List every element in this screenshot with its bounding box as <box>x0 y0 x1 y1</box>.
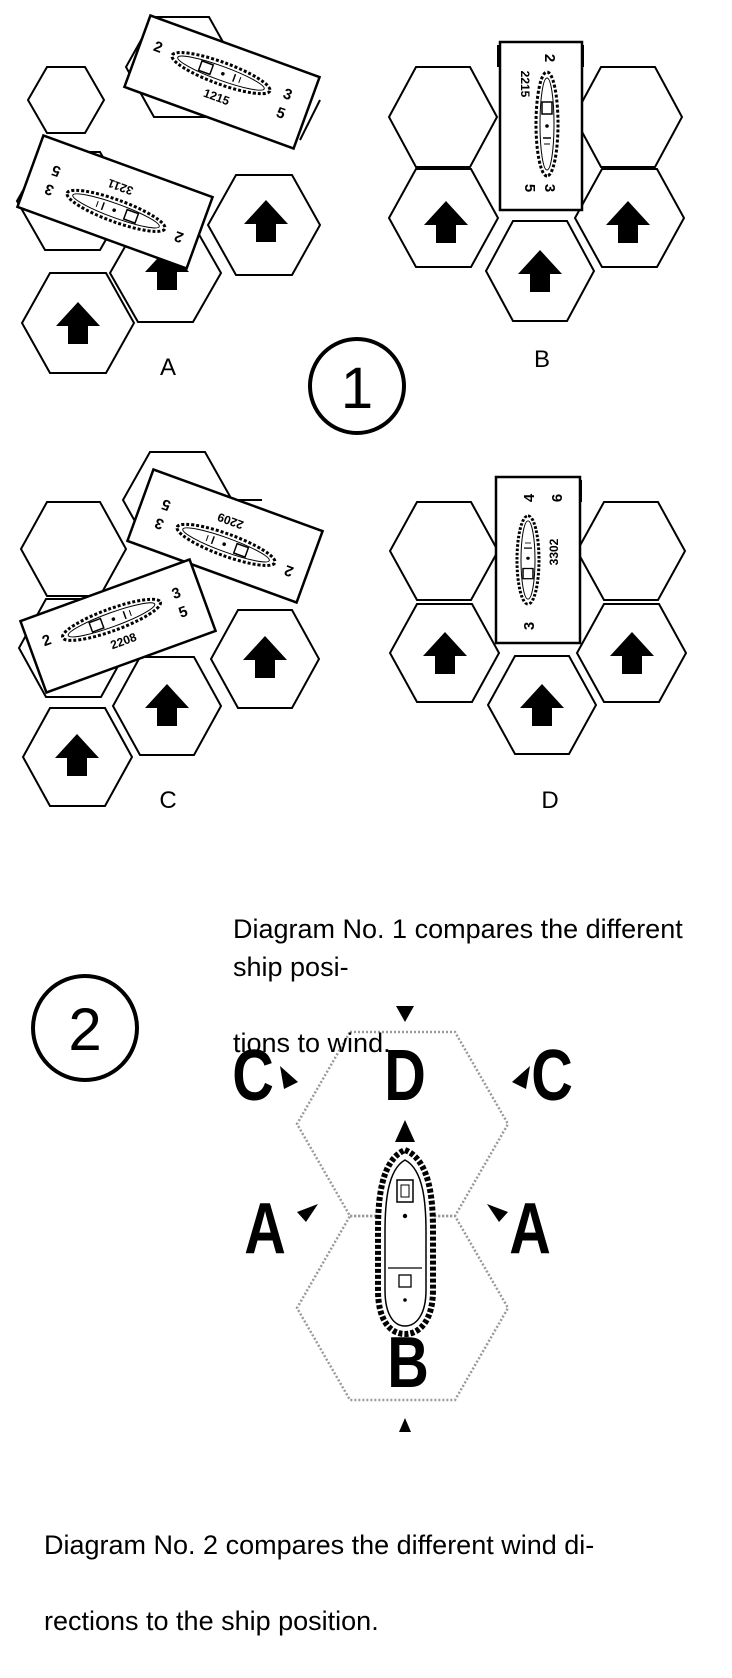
diagram2-caption: Diagram No. 2 compares the different win… <box>44 1488 724 1678</box>
ship-counter-2208: 2 3 5 2208 <box>18 557 218 695</box>
wind-arrow-icon <box>423 632 467 674</box>
diagram1-number: 1 <box>341 356 373 421</box>
hex <box>388 501 500 601</box>
counter-bow-number: 2 <box>541 54 558 62</box>
ship-counter-1215: 2 3 5 1215 <box>122 13 322 151</box>
counter-top-right-number: 4 <box>521 493 538 502</box>
hex <box>15 151 130 251</box>
counter-top-right-number: 3 <box>541 184 558 192</box>
hex <box>20 272 136 374</box>
wind-label-a-right: A <box>509 1188 551 1269</box>
ship-icon <box>534 70 560 178</box>
ship-counter-2209: 2 3 5 2209 <box>125 467 325 605</box>
diagram2-number: 2 <box>68 996 101 1063</box>
wind-label-b: B <box>387 1322 429 1403</box>
wind-arrow-icon <box>55 734 99 776</box>
counter-bow-number: 3 <box>521 622 538 630</box>
diagram-canvas: 2 3 5 1215 2 3 5 3211 A <box>15 13 688 1432</box>
panel-label-c: C <box>159 787 176 814</box>
caption-line: tions to wind. <box>233 1028 391 1058</box>
hex <box>209 609 321 709</box>
hex <box>21 707 134 807</box>
ship-icon <box>515 514 541 606</box>
wind-label-c-right: C <box>531 1035 573 1116</box>
panel-label-b: B <box>534 346 550 373</box>
wind-arrow-icon <box>56 302 100 344</box>
diagram1-number-badge: 1 <box>308 337 406 435</box>
caption-line: rections to the ship position. <box>44 1606 379 1636</box>
diagram1-panel-d: 3 4 6 3302 D <box>388 475 688 814</box>
panel-label-a: A <box>160 354 176 381</box>
hex <box>206 174 322 276</box>
arrowhead-icon <box>396 1006 414 1022</box>
wind-label-a-left: A <box>244 1188 286 1269</box>
wind-arrow-icon <box>518 250 562 292</box>
hex <box>575 501 687 601</box>
hex <box>387 168 500 268</box>
arrowhead-icon <box>280 1066 298 1089</box>
counter-bottom-right-number: 6 <box>549 494 566 502</box>
diagram2-wind-labels: D C C A A B <box>232 1035 573 1403</box>
counter-id: 3302 <box>547 538 561 565</box>
wind-arrow-icon <box>244 200 288 242</box>
counter-bottom-right-number: 5 <box>521 184 538 192</box>
diagram2-hexes <box>295 1030 510 1402</box>
diagram2-ship <box>375 1120 436 1338</box>
caption-line: Diagram No. 2 compares the different win… <box>44 1530 595 1560</box>
diagram1-panel-c: 2 3 5 2209 2 3 5 2208 C <box>17 451 325 814</box>
diagram1-panel-b: 2 3 5 2215 B <box>387 40 686 373</box>
hex <box>573 168 686 268</box>
hex <box>26 66 106 134</box>
wind-arrow-icon <box>610 632 654 674</box>
diagram1-caption: Diagram No. 1 compares the different shi… <box>233 872 723 1100</box>
hex <box>388 603 501 703</box>
arrowhead-icon <box>512 1066 530 1089</box>
hex <box>295 1214 510 1402</box>
hex <box>486 655 598 755</box>
wind-label-d: D <box>384 1035 426 1116</box>
wind-arrow-icon <box>424 201 468 243</box>
arrowhead-icon <box>297 1204 318 1222</box>
arrowhead-icon <box>399 1418 411 1432</box>
ship-counter-2215: 2 3 5 2215 <box>498 40 584 212</box>
hex <box>484 220 596 322</box>
panel-label-d: D <box>541 787 558 814</box>
caption-line: Diagram No. 1 compares the different shi… <box>233 914 683 982</box>
hex <box>572 66 684 168</box>
counter-id: 2215 <box>518 71 532 98</box>
diagram1-panel-a: 2 3 5 1215 2 3 5 3211 A <box>15 13 322 381</box>
diagram2-wind-arrowheads <box>280 1006 530 1432</box>
wind-arrow-icon <box>606 201 650 243</box>
ship-counter-3211: 2 3 5 3211 <box>15 133 215 271</box>
wind-label-c-left: C <box>232 1035 274 1116</box>
wind-arrow-icon <box>145 684 189 726</box>
hex <box>575 603 688 703</box>
ship-counter-3302: 3 4 6 3302 <box>494 475 582 645</box>
wind-arrow-icon <box>520 684 564 726</box>
hex <box>19 501 128 597</box>
diagram2-number-badge: 2 <box>31 974 139 1082</box>
wind-arrow-icon <box>243 636 287 678</box>
hex <box>387 66 499 168</box>
hex <box>111 656 223 756</box>
arrowhead-icon <box>487 1204 508 1222</box>
